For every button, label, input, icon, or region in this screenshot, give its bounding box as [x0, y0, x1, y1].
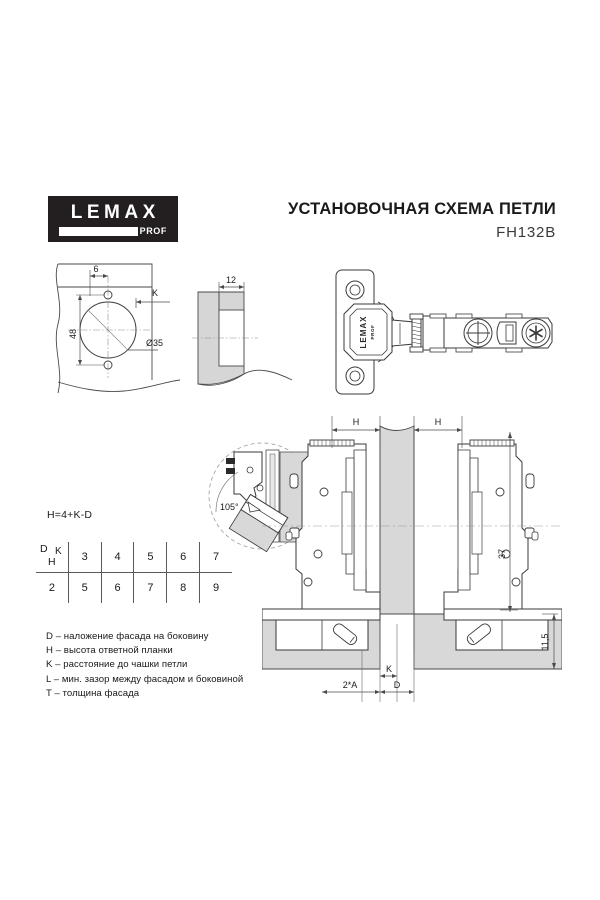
table-cell-k3: 5 — [133, 542, 167, 573]
table-cell-h3: 7 — [133, 572, 167, 603]
cup-dim-48: 48 — [68, 329, 78, 339]
table-label-h: H — [48, 556, 56, 568]
logo-wordmark: LEMAX — [70, 202, 160, 223]
table-cell-d: 2 — [48, 582, 55, 594]
legend-block: D – наложение фасада на боковину H – выс… — [46, 630, 243, 701]
page-title: УСТАНОВОЧНАЯ СХЕМА ПЕТЛИ — [288, 200, 556, 218]
formula-text: H=4+K-D — [47, 509, 93, 521]
cup-dim-6: 6 — [93, 264, 98, 274]
table-cell-h5: 9 — [199, 572, 232, 603]
table-row: D K H 3 4 5 6 7 — [36, 542, 232, 573]
logo-subrow: PROF — [59, 226, 167, 236]
table-cell-k5: 7 — [199, 542, 232, 573]
model-number: FH132B — [496, 224, 556, 241]
dimension-table: D K H 3 4 5 6 7 2 5 6 7 8 9 — [36, 542, 232, 604]
table-corner-header: D K H — [36, 542, 69, 573]
cup-label-diameter: Ø35 — [146, 338, 163, 348]
cup-label-k: K — [152, 288, 158, 298]
legend-item-l: L – мин. зазор между фасадом и боковиной — [46, 673, 244, 685]
logo-bar — [59, 226, 138, 236]
assembly-dim-2a: 2*A — [343, 680, 358, 690]
table-label-d: D — [40, 543, 48, 555]
assembly-dim-h-right: H — [435, 417, 442, 427]
table-row: 2 5 6 7 8 9 — [36, 572, 232, 603]
legend-item-t: T – толщина фасада — [46, 687, 140, 699]
lemax-prof-logo: LEMAX PROF — [48, 196, 178, 242]
table-cell-k4: 6 — [166, 542, 200, 573]
assembly-section-diagram: H H 37 11,5 K D — [262, 416, 562, 702]
assembly-dim-h-left: H — [353, 417, 360, 427]
cup-brand-text: LEMAX — [359, 316, 368, 349]
side-dim-12: 12 — [226, 275, 236, 285]
hinge-illustration: LEMAX PROF — [335, 269, 553, 395]
side-section-diagram: 12 — [192, 275, 293, 386]
legend-item-d: D – наложение фасада на боковину — [46, 631, 209, 642]
table-cell-k2: 4 — [100, 542, 134, 573]
assembly-dim-d: D — [394, 680, 401, 690]
table-label-k: K — [55, 546, 62, 557]
detail-angle-label: 105° — [220, 502, 239, 512]
cup-brand-sub-text: PROF — [370, 325, 375, 340]
table-cell-h4: 8 — [166, 572, 200, 603]
cup-drilling-diagram: 6 48 K Ø35 — [55, 263, 181, 394]
legend-item-k: K – расстояние до чашки петли — [46, 659, 188, 671]
assembly-dim-k: K — [386, 664, 392, 674]
logo-sub-wordmark: PROF — [139, 226, 167, 236]
table-cell-h1: 5 — [67, 572, 102, 603]
legend-item-h: H – высота ответной планки — [46, 645, 173, 657]
table-cell-k1: 3 — [67, 542, 102, 573]
table-cell-h2: 6 — [100, 572, 134, 603]
assembly-dim-37: 37 — [497, 549, 507, 559]
assembly-dim-115: 11,5 — [540, 634, 550, 651]
